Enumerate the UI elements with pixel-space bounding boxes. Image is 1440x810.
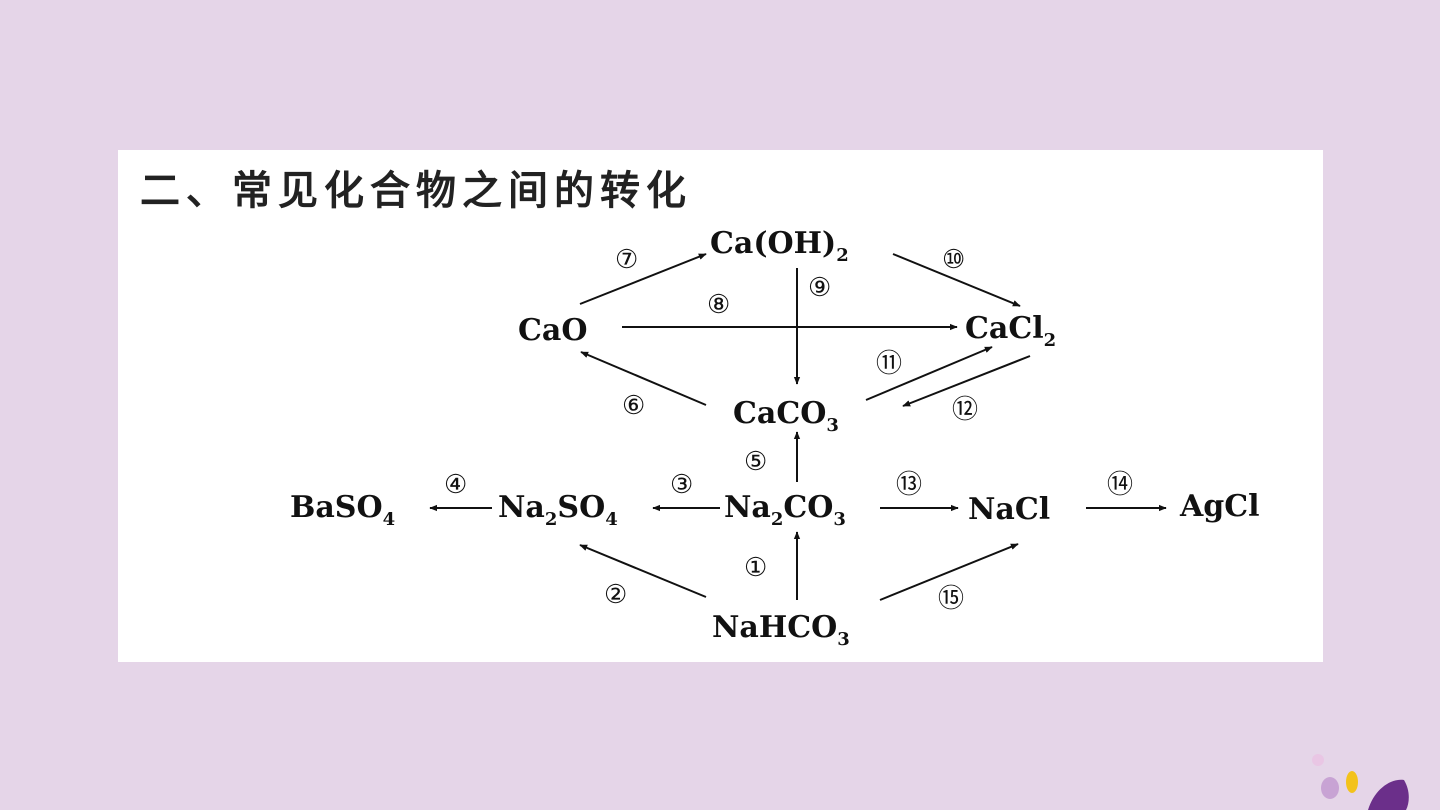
leaf-yellow [1346, 771, 1358, 793]
arrow-caco3-to-cacl2 [865, 346, 993, 401]
leaf-small-dot [1312, 754, 1324, 766]
compound-baso4: BaSO4 [290, 490, 395, 530]
reaction-label-11: ⑪ [876, 349, 902, 379]
compound-caoh2: Ca(OH)2 [710, 226, 849, 266]
reaction-label-15: ⑮ [938, 584, 964, 614]
reaction-label-5: ⑤ [744, 447, 767, 477]
arrow-nahco3-to-na2so4 [579, 544, 707, 598]
reaction-label-2: ② [604, 580, 627, 610]
reaction-label-14: ⑭ [1107, 470, 1133, 500]
reaction-label-10: ⑩ [942, 245, 965, 275]
reaction-label-13: ⑬ [896, 470, 922, 500]
reaction-label-9: ⑨ [808, 273, 831, 303]
compound-na2so4: Na2SO4 [498, 490, 618, 530]
reaction-label-4: ④ [444, 470, 467, 500]
reaction-label-1: ① [744, 553, 767, 583]
arrow-cao-to-caoh2 [579, 253, 707, 305]
reaction-label-8: ⑧ [707, 290, 730, 320]
compound-na2co3: Na2CO3 [724, 490, 846, 530]
arrow-caco3-to-cao [580, 351, 707, 406]
compound-agcl: AgCl [1179, 489, 1260, 524]
compound-cao: CaO [518, 313, 587, 348]
leaf-purple [1368, 779, 1409, 810]
arrow-cacl2-to-caco3 [902, 355, 1031, 407]
compound-nahco3: NaHCO3 [712, 610, 850, 650]
leaf-lilac [1321, 777, 1339, 799]
content-panel [118, 150, 1323, 662]
page-title: 二、常见化合物之间的转化 [140, 168, 692, 214]
reaction-label-6: ⑥ [622, 391, 645, 421]
compound-caco3: CaCO3 [733, 396, 839, 436]
compound-nacl: NaCl [968, 492, 1050, 527]
reaction-label-3: ③ [670, 470, 693, 500]
arrow-caoh2-to-cacl2 [892, 253, 1021, 307]
reaction-label-12: ⑫ [952, 395, 978, 425]
compound-cacl2: CaCl2 [965, 311, 1056, 351]
arrow-nahco3-to-nacl [879, 543, 1019, 601]
reaction-label-7: ⑦ [615, 245, 638, 275]
